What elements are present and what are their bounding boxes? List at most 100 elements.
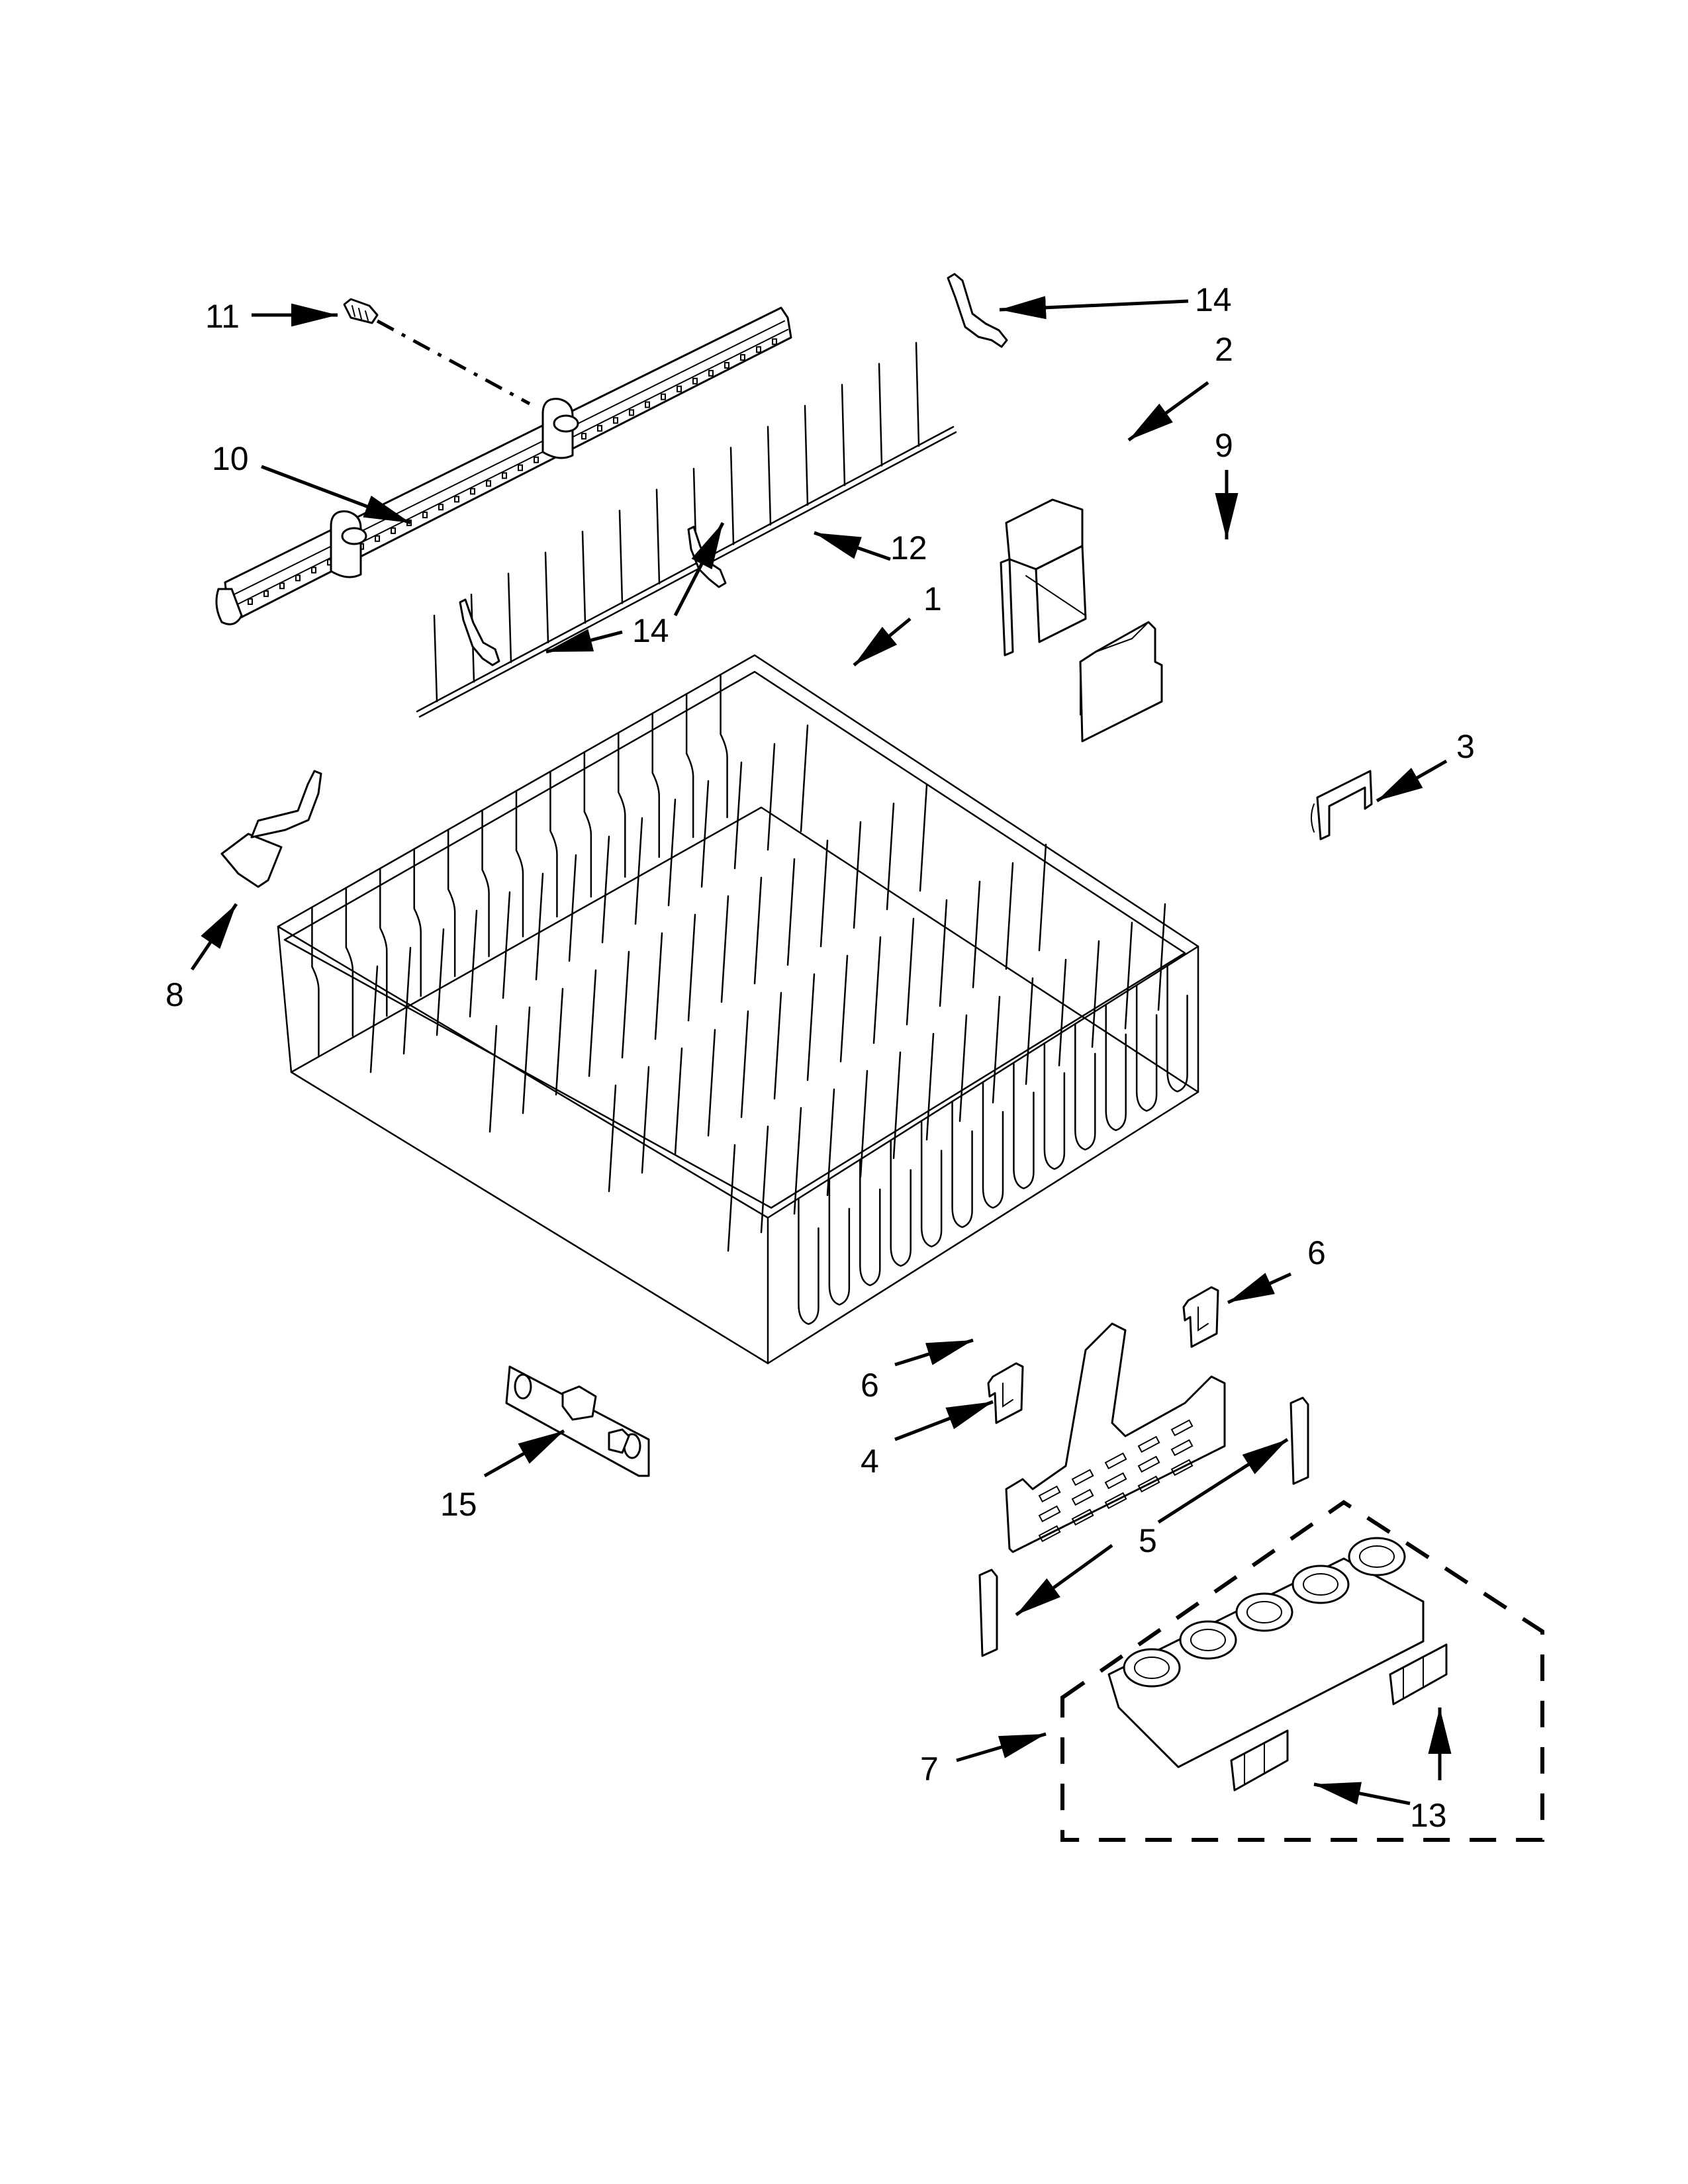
leader-12 (814, 531, 891, 561)
stemware-cup (1179, 1620, 1237, 1660)
rack-post (1135, 984, 1158, 1112)
callout-9: 9 (1215, 427, 1233, 464)
bracket-cover-part (1079, 621, 1163, 743)
rack-tine (959, 1014, 968, 1122)
clip-part (1311, 770, 1373, 841)
track-hole (629, 409, 634, 416)
rack-tine (1038, 843, 1047, 952)
callout-14-top: 14 (1195, 281, 1232, 318)
track-hole (470, 488, 475, 495)
rack-tine (667, 798, 677, 907)
callout-12: 12 (890, 529, 927, 567)
rack-tine (733, 761, 743, 870)
cup-shelf-part (1005, 1322, 1226, 1553)
track-hole (597, 425, 602, 432)
shelf-slot (1104, 1492, 1127, 1510)
leader-14-mid-a (673, 522, 725, 617)
tine (581, 530, 586, 624)
track-hole (311, 567, 316, 574)
callout-labels: 11 14 2 9 10 12 1 14 3 8 6 6 15 4 5 7 13 (165, 281, 1475, 1834)
stemware-cup (1291, 1565, 1350, 1604)
callout-1: 1 (923, 580, 942, 617)
adjuster-rail-part (505, 1365, 650, 1477)
rack-post (618, 731, 626, 878)
rack-tine (872, 936, 882, 1044)
callout-3: 3 (1456, 728, 1475, 765)
tine (507, 572, 512, 663)
callout-10: 10 (212, 440, 249, 477)
rack-tine (489, 1024, 498, 1133)
rack-tine (800, 724, 809, 833)
track-hole (263, 590, 269, 598)
shelf-slot (1038, 1485, 1061, 1503)
rack-tine (925, 1032, 935, 1141)
shelf-slot (1038, 1525, 1061, 1543)
rack-tine (402, 946, 412, 1055)
rack-clip-lower-part (459, 598, 500, 666)
track-hole (486, 480, 491, 487)
shelf-slot (1137, 1435, 1160, 1453)
callout-13: 13 (1410, 1797, 1447, 1834)
rack-post (982, 1081, 1004, 1209)
rack-tine (634, 817, 643, 925)
rack-tine (687, 913, 696, 1022)
rack-post (720, 674, 728, 819)
stop-housing-part (1000, 498, 1087, 657)
track-hole (756, 346, 761, 353)
leader-10 (261, 465, 411, 525)
callout-11: 11 (205, 298, 240, 335)
tine (729, 447, 735, 545)
rack-tine (608, 1084, 617, 1193)
track-hole (248, 598, 253, 605)
shelf-slot (1071, 1508, 1094, 1526)
leader-2 (1127, 381, 1209, 442)
rack-tine (1005, 862, 1014, 970)
tine (433, 614, 438, 703)
rack-tine (1157, 903, 1166, 1011)
leader-6-right (1227, 1272, 1292, 1304)
callout-6-right: 6 (1307, 1234, 1326, 1271)
rack-post (583, 751, 592, 898)
slide-track-part (215, 306, 792, 625)
rack-tine (773, 991, 782, 1100)
tine (544, 551, 549, 644)
rack-tine (906, 917, 915, 1026)
rack-tine (621, 950, 630, 1059)
shelf-slot (1104, 1452, 1127, 1470)
leader-6-left (894, 1338, 974, 1367)
rack-tine (859, 1069, 868, 1178)
track-hole (740, 354, 745, 361)
rack-tine (522, 1006, 531, 1115)
track-hole (279, 582, 285, 590)
track-hole (502, 472, 507, 479)
rack-post (920, 1120, 943, 1248)
tine (878, 363, 883, 467)
rack-tine (793, 1107, 802, 1215)
track-hole (677, 385, 682, 392)
rack-tine (972, 880, 981, 989)
track-hole (692, 377, 698, 385)
stemware-cup (1348, 1537, 1406, 1576)
track-hole (422, 512, 428, 519)
rack-tine (740, 1010, 749, 1118)
rack-tine (992, 995, 1001, 1104)
callout-6-left: 6 (861, 1367, 879, 1404)
rack-post (345, 887, 354, 1037)
track-hole (375, 535, 380, 542)
track-hole (661, 393, 666, 400)
rack-tine (919, 784, 928, 892)
rack-tine (853, 821, 862, 929)
shelf-slot (1137, 1475, 1160, 1493)
rack-tine (601, 835, 610, 944)
tine-row-clip-right-part (1182, 1286, 1219, 1348)
shelf-slot (1104, 1472, 1127, 1490)
callout-2: 2 (1215, 331, 1233, 368)
rack-tine (568, 854, 577, 962)
leader-14-top (999, 296, 1189, 320)
stemware-assembly-box (1060, 1500, 1544, 1842)
leader-14-mid-b (545, 629, 623, 654)
rack-tine (555, 987, 564, 1096)
tine (804, 404, 809, 506)
stemware-cup-inner (1134, 1657, 1170, 1679)
